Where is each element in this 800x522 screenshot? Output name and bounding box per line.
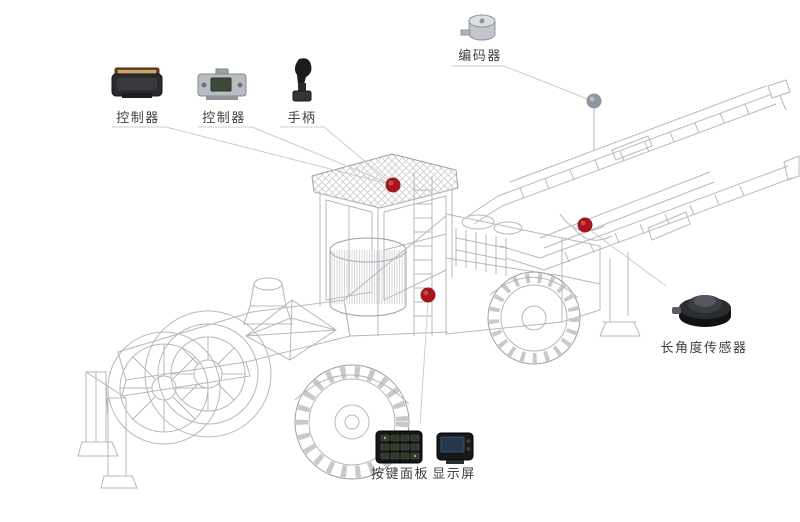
marker-boom-red-dot [577,217,593,233]
leader-line-encoder [452,65,591,101]
leader-line-controller-1 [112,126,394,186]
drill-rig-art [77,79,800,489]
handle-label: 手柄 [287,110,317,125]
marker-boom-highlight [580,220,586,226]
marker-encoder-highlight [589,96,595,102]
lower-boom [499,155,800,271]
controller-2-label: 控制器 [202,110,246,125]
display-label: 显示屏 [432,466,476,481]
controller-2-image [196,66,248,107]
display-screen-image [434,430,476,471]
rear-wheel [294,364,410,480]
keypad-label: 按键面板 [370,466,429,481]
encoder-label: 编码器 [458,48,502,63]
front-support [599,252,641,337]
keypad-image [374,428,424,471]
angle-sensor-image [672,280,736,337]
front-wheel [487,271,581,365]
leader-line-keypad-display [419,301,429,425]
leader-line-angle-sensor [589,229,667,287]
leader-line-handle [280,126,393,185]
marker-cab-red-dot [385,177,401,193]
mast [413,172,433,336]
marker-chassis-red-dot [420,287,436,303]
controller-1-image [108,62,166,107]
angle-sensor-label: 长角度传感器 [660,340,748,355]
rear-outriggers [77,371,138,489]
marker-encoder-gray-dot [586,93,602,109]
hotspot-markers [385,93,602,303]
encoder-image [460,12,500,51]
marker-cab-highlight [388,180,394,186]
upper-boom [467,79,791,225]
leader-lines [112,65,667,425]
cab [311,153,459,336]
joystick-image [286,56,318,109]
middle-boom [539,171,715,249]
leader-line-controller-2 [198,126,394,186]
marker-chassis-highlight [423,290,429,296]
controller-1-label: 控制器 [116,110,160,125]
rear-deck [117,277,351,397]
